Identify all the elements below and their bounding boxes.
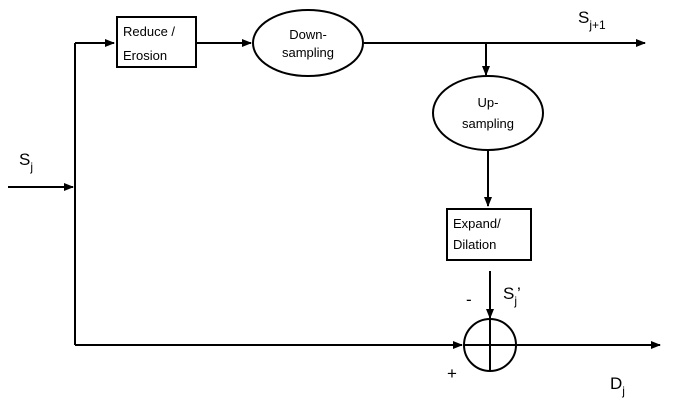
up-label-line2: sampling — [462, 116, 514, 131]
downsampling-block — [252, 9, 364, 77]
signal-detail-sub: j — [621, 384, 625, 398]
reduce-label-line1: Reduce / — [123, 24, 175, 39]
signal-next-base: S — [578, 8, 589, 27]
expand-label-line2: Dilation — [453, 237, 496, 252]
signal-recon-base: S — [503, 284, 514, 303]
signal-input-label: Sj — [19, 150, 33, 174]
upsampling-block — [432, 75, 544, 151]
signal-detail-base: D — [610, 374, 622, 393]
signal-next-sub: j+1 — [588, 18, 606, 32]
up-label-line1: Up- — [478, 95, 499, 110]
signal-recon-label: Sj’ — [503, 284, 521, 308]
signal-recon-sub: j — [513, 294, 517, 308]
expand-dilation-block — [446, 208, 532, 261]
expand-label-line1: Expand/ — [453, 216, 501, 231]
down-label-line1: Down- — [289, 27, 327, 42]
signal-input-base: S — [19, 150, 30, 169]
down-label-line2: sampling — [282, 45, 334, 60]
signal-input-sub: j — [29, 160, 33, 174]
reduce-label-line2: Erosion — [123, 48, 167, 63]
signal-next-label: Sj+1 — [578, 8, 606, 32]
reduce-erosion-block — [116, 16, 197, 68]
plus-sign: + — [447, 364, 457, 383]
signal-detail-label: Dj — [610, 374, 625, 398]
minus-sign: - — [466, 290, 472, 309]
signal-recon-prime: ’ — [517, 284, 521, 303]
